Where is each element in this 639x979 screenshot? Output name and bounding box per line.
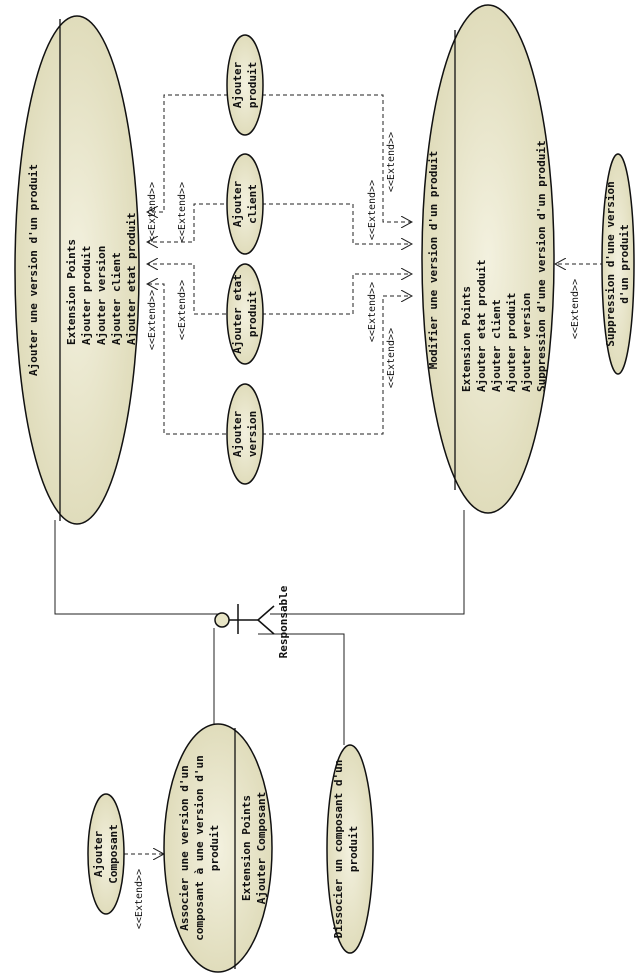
usecase-dissocier-composant[interactable]: Dissocier un composant d'un produit [326, 744, 374, 954]
extend-label-10: <<Extend>> [134, 869, 145, 929]
extend-client-to-modifier-version [262, 203, 412, 244]
usecase-label-line: Ajouter [231, 61, 244, 108]
usecase-modifier-version-produit[interactable]: Modifier une version d'un produit Extens… [421, 4, 555, 514]
extend-version-to-modifier-version [262, 296, 412, 435]
extend-label-9: <<Extend>> [570, 279, 581, 339]
extend-produit-to-modifier-version [262, 94, 412, 222]
usecase-label-line: Composant [107, 824, 120, 884]
usecase-label-line: Suppression d'une version [604, 181, 617, 347]
usecase-label-line: d'un produit [618, 224, 631, 303]
usecase-suppression-version[interactable]: Suppression d'une version d'un produit [601, 153, 635, 375]
usecase-ajouter-produit[interactable]: Ajouter produit [226, 34, 264, 136]
extend-lines [124, 94, 604, 854]
assoc-actor-dissocier-composant [258, 633, 345, 745]
extend-labels: <<Extend>> <<Extend>> <<Extend>> <<Exten… [134, 132, 581, 929]
ext-point: Ajouter produit [505, 293, 518, 392]
assoc-actor-ajouter-version-produit [54, 520, 222, 615]
ext-header: Extension Points [460, 286, 473, 392]
usecase-ajouter-composant[interactable]: Ajouter Composant [87, 793, 125, 915]
actor-responsable[interactable]: Responsable [214, 585, 290, 658]
usecase-title: Ajouter une version d'un produit [27, 164, 40, 376]
ext-point: Ajouter etat produit [475, 260, 488, 392]
usecase-label-line: Ajouter [231, 410, 244, 457]
usecase-associer-composant[interactable]: Associer une version d'un composant à un… [163, 723, 273, 973]
ext-header: Extension Points [240, 795, 253, 901]
extend-client-to-ajouter-version [147, 203, 224, 242]
extend-label-6: <<Extend>> [367, 180, 378, 240]
extend-label-8: <<Extend>> [386, 328, 397, 388]
extend-etat-to-ajouter-version [147, 264, 226, 315]
assoc-actor-modifier-version-produit [270, 510, 465, 615]
usecase-ajouter-etat-produit[interactable]: Ajouter etat produit [226, 263, 264, 365]
extend-version-to-ajouter-version [147, 284, 226, 435]
extend-label-7: <<Extend>> [367, 282, 378, 342]
extend-label-2: <<Extend>> [177, 182, 188, 242]
usecase-label-line: Ajouter [231, 180, 244, 227]
association-lines [54, 510, 465, 745]
extend-label-1: <<Extend>> [147, 182, 158, 242]
extend-etat-to-modifier-version [262, 274, 412, 315]
ext-point: Ajouter client [110, 252, 123, 345]
ext-point: Suppression d'une version d'un produit [535, 140, 548, 392]
usecase-label-line: Ajouter [92, 830, 105, 877]
extend-label-3: <<Extend>> [177, 280, 188, 340]
usecase-label-line: produit [347, 826, 360, 872]
ext-header: Extension Points [65, 239, 78, 345]
ext-point: Ajouter Composant [255, 792, 268, 905]
usecase-label-line: Dissocier un composant d'un [332, 760, 345, 939]
extend-label-5: <<Extend>> [386, 132, 397, 192]
usecase-label-line: client [246, 184, 259, 224]
usecase-title: Modifier une version d'un produit [427, 151, 440, 370]
usecase-label-line: produit [246, 291, 259, 337]
usecase-label-line: Ajouter etat [231, 274, 244, 353]
usecase-ajouter-client[interactable]: Ajouter client [226, 153, 264, 255]
usecase-label-line: version [246, 411, 259, 457]
usecase-label-line: composant à une version d'un [193, 755, 206, 940]
usecase-label-line: produit [208, 825, 221, 871]
actor-name: Responsable [277, 585, 290, 658]
usecase-label-line: produit [246, 62, 259, 108]
ext-point: Ajouter version [95, 246, 108, 345]
usecase-ajouter-version[interactable]: Ajouter version [226, 383, 264, 485]
ext-point: Ajouter etat produit [125, 213, 138, 345]
ext-point: Ajouter produit [80, 246, 93, 345]
extend-produit-to-ajouter-version [147, 94, 228, 212]
ext-point: Ajouter client [490, 299, 503, 392]
usecase-ajouter-version-produit[interactable]: Ajouter une version d'un produit Extensi… [14, 15, 140, 525]
extend-label-4: <<Extend>> [147, 290, 158, 350]
usecase-label-line: Associer une version d'un [178, 765, 191, 931]
ext-point: Ajouter version [520, 293, 533, 392]
